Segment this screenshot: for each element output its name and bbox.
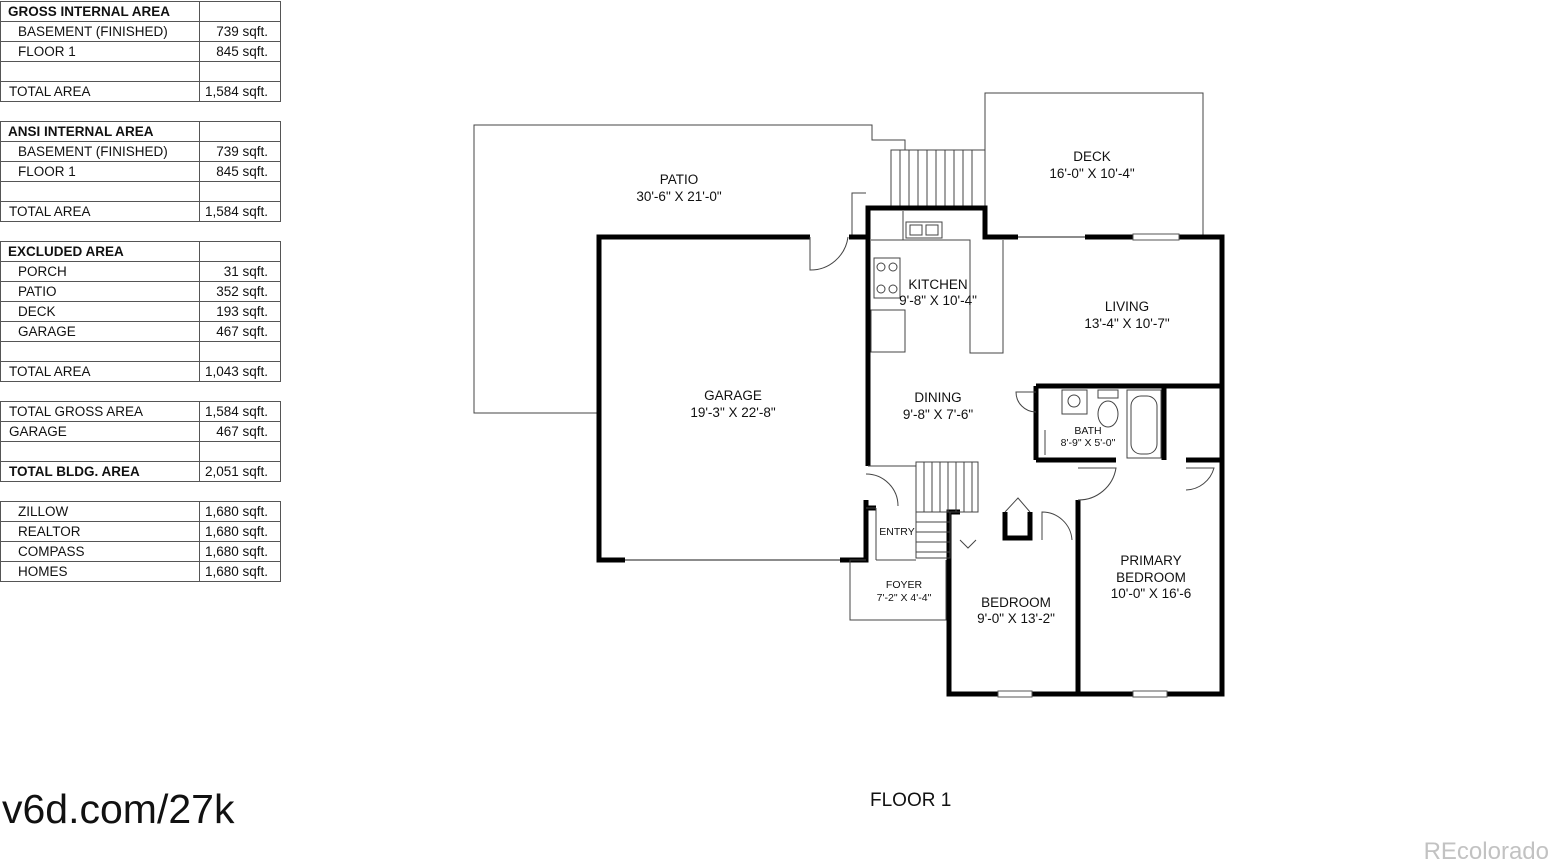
dining-dims: 9'-8" X 7'-6" (903, 407, 973, 422)
row-value: 352 sqft. (199, 281, 281, 302)
row-value: 739 sqft. (199, 141, 281, 162)
living-dims: 13'-4" X 10'-7" (1084, 316, 1169, 331)
garage-side-door (809, 236, 849, 271)
patio-dims: 30'-6" X 21'-0" (636, 189, 721, 204)
row-value: 1,043 sqft. (199, 361, 281, 382)
room-labels: PATIO 30'-6" X 21'-0" DECK 16'-0" X 10'-… (636, 149, 1191, 626)
row-value: 1,680 sqft. (199, 541, 281, 562)
interior-stairs (868, 461, 979, 561)
row-label: TOTAL AREA (0, 81, 200, 102)
foyer-outline (849, 559, 947, 621)
bedroom-name: BEDROOM (981, 595, 1051, 610)
watermark: REcolorado (1423, 838, 1549, 865)
row-value: 1,584 sqft. (199, 401, 281, 422)
primary-name-1: PRIMARY (1120, 553, 1181, 568)
patio-outline (473, 124, 906, 414)
bath-name: BATH (1074, 425, 1101, 437)
foyer-dims: 7'-2" X 4'-4" (877, 592, 932, 604)
dining-name: DINING (914, 390, 961, 405)
deck-outline (984, 92, 1204, 235)
living-window (1132, 233, 1180, 241)
bedroom-window (997, 690, 1033, 698)
row-value: 2,051 sqft. (199, 461, 281, 482)
table-row (0, 181, 281, 202)
table-row: ANSI INTERNAL AREA (0, 121, 281, 142)
bath-dims: 8'-9" X 5'-0" (1061, 437, 1116, 449)
patio-side (851, 192, 866, 237)
doors (865, 467, 1215, 541)
row-label: TOTAL AREA (0, 361, 200, 382)
primary-dims: 10'-0" X 16'-6 (1111, 586, 1192, 601)
floor-label: FLOOR 1 (870, 790, 952, 811)
kitchen-dims: 9'-8" X 10'-4" (899, 293, 977, 308)
patio-name: PATIO (660, 172, 699, 187)
row-value: 1,680 sqft. (199, 561, 281, 582)
garage-name: GARAGE (704, 388, 762, 403)
row-label: DECK (0, 301, 200, 322)
row-label: BASEMENT (FINISHED) (0, 141, 200, 162)
living-name: LIVING (1105, 299, 1149, 314)
row-value: 1,584 sqft. (199, 201, 281, 222)
deck-name: DECK (1073, 149, 1111, 164)
deck-dims: 16'-0" X 10'-4" (1049, 166, 1134, 181)
row-value: 31 sqft. (199, 261, 281, 282)
entry-name: ENTRY (879, 526, 914, 538)
row-value: 467 sqft. (199, 321, 281, 342)
bath-fixtures (1015, 389, 1162, 459)
table-row: BASEMENT (FINISHED)739 sqft. (0, 21, 281, 42)
kitchen-fixtures (870, 211, 1004, 354)
table-row: BASEMENT (FINISHED)739 sqft. (0, 141, 281, 162)
primary-window (1132, 690, 1168, 698)
row-value: 845 sqft. (199, 41, 281, 62)
row-label: ZILLOW (0, 501, 200, 522)
primary-name-2: BEDROOM (1116, 570, 1186, 585)
garage-dims: 19'-3" X 22'-8" (690, 405, 775, 420)
row-value: 1,584 sqft. (199, 81, 281, 102)
bedroom-dims: 9'-0" X 13'-2" (977, 611, 1055, 626)
website-url: v6d.com/27k (2, 786, 235, 832)
kitchen-name: KITCHEN (908, 277, 967, 292)
table-row: GROSS INTERNAL AREA (0, 1, 281, 22)
row-label: TOTAL GROSS AREA (0, 401, 200, 422)
row-label: ANSI INTERNAL AREA (0, 121, 200, 142)
row-label: HOMES (0, 561, 200, 582)
foyer-name: FOYER (886, 579, 923, 591)
row-label: TOTAL BLDG. AREA (0, 461, 200, 482)
deck-stairs (890, 149, 986, 209)
